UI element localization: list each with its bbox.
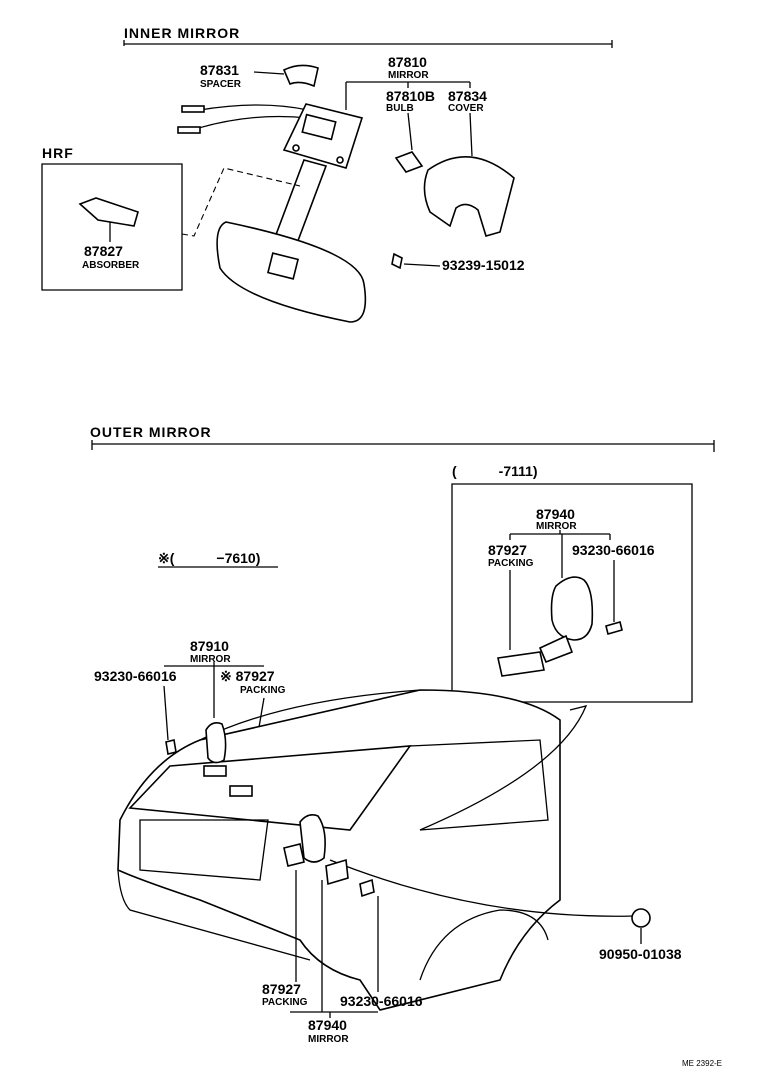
label-87827-inner-name: ABSORBER (82, 260, 140, 271)
outer-mirror-header: OUTER MIRROR (90, 424, 212, 440)
outer-bracket (91, 440, 715, 452)
label-93230-bottom-num: 93230-66016 (340, 993, 423, 1009)
variant-7610: ※( −7610) (158, 550, 260, 566)
label-87810b-num: 87810B (386, 88, 435, 104)
label-87827-inner-num: 87827 (84, 243, 123, 259)
label-87927-box-name: PACKING (488, 558, 534, 569)
screw-93239 (391, 252, 403, 270)
cover-part (423, 155, 515, 237)
wire-plug-1 (181, 105, 205, 113)
vehicle-body (117, 689, 561, 1011)
label-93239-num: 93239-15012 (442, 257, 525, 273)
grille-panel (139, 819, 269, 881)
wire-2 (191, 115, 309, 131)
label-87927-mark-num: ※ 87927 (220, 668, 275, 684)
hrf-box (41, 163, 183, 291)
label-93230-box-num: 93230-66016 (572, 542, 655, 558)
mirror-bracket-part (325, 858, 349, 886)
spacer-part (282, 64, 319, 88)
label-87940-bottom-num: 87940 (308, 1017, 347, 1033)
hrf-header: HRF (42, 145, 74, 161)
mirror-clamp (266, 252, 300, 280)
wire-plug-2 (177, 126, 201, 134)
mirror-base-hole-1 (292, 144, 300, 152)
inner-bracket (123, 40, 613, 48)
packing-box-part (497, 651, 545, 677)
label-87940-box-name: MIRROR (536, 521, 577, 532)
bumper-line (117, 869, 311, 961)
variant-7111: ( -7111) (452, 463, 538, 479)
bulb-part (394, 151, 424, 173)
wire-1 (199, 104, 309, 111)
packing-mark-part (229, 785, 253, 797)
screw-bottom-part (359, 878, 375, 898)
label-87910-num: 87910 (190, 638, 229, 654)
label-87831-num: 87831 (200, 62, 239, 78)
windshield (128, 745, 412, 831)
mirror-base-socket (301, 113, 337, 141)
mirror-87910-part (205, 722, 227, 764)
label-93230-left-num: 93230-66016 (94, 668, 177, 684)
cable-line (329, 859, 635, 917)
outer-mirror-box-glass (550, 576, 594, 641)
leader-bulb (407, 112, 413, 151)
inner-mirror-header: INNER MIRROR (124, 25, 240, 41)
label-87810-num: 87810 (388, 54, 427, 70)
label-87927-box-num: 87927 (488, 542, 527, 558)
mirror-base-hole-2 (336, 156, 344, 164)
wheel-arch (419, 909, 549, 981)
label-87831-name: SPACER (200, 79, 242, 90)
leader-93230-left (163, 685, 169, 741)
label-87940-box-num: 87940 (536, 506, 575, 522)
screw-left-part (165, 739, 177, 755)
label-87910-name: MIRROR (190, 654, 231, 665)
footer-code: ME 2392-E (682, 1059, 722, 1068)
variant-7111-box (451, 483, 693, 703)
label-87810b-name: BULB (386, 103, 414, 114)
label-87810-name: MIRROR (388, 70, 429, 81)
grommet-90950-part (631, 908, 651, 928)
leader-87940-box (509, 530, 611, 540)
hrf-dashed-link (181, 167, 301, 237)
label-87927-bottom-num: 87927 (262, 981, 301, 997)
label-87834-name: COVER (448, 103, 484, 114)
screw-box-part (605, 621, 623, 635)
leader-87940-bottom (290, 880, 378, 1018)
mirror-87910-base (203, 765, 227, 777)
leader-93239 (403, 263, 441, 267)
outer-mirror-box-arm (538, 634, 574, 664)
leader-87831 (253, 71, 285, 75)
leader-cover (469, 112, 473, 157)
side-window (409, 739, 549, 831)
leader-87910 (164, 662, 264, 718)
packing-87927-part (283, 843, 305, 867)
label-90950-num: 90950-01038 (599, 946, 682, 962)
absorber-part (78, 197, 139, 227)
a-pillar-trim (419, 705, 588, 831)
label-87940-bottom-name: MIRROR (308, 1034, 349, 1045)
label-87927-mark-name: PACKING (240, 685, 286, 696)
label-87834-num: 87834 (448, 88, 487, 104)
mirror-87940-part (299, 814, 326, 863)
label-87927-bottom-name: PACKING (262, 997, 308, 1008)
